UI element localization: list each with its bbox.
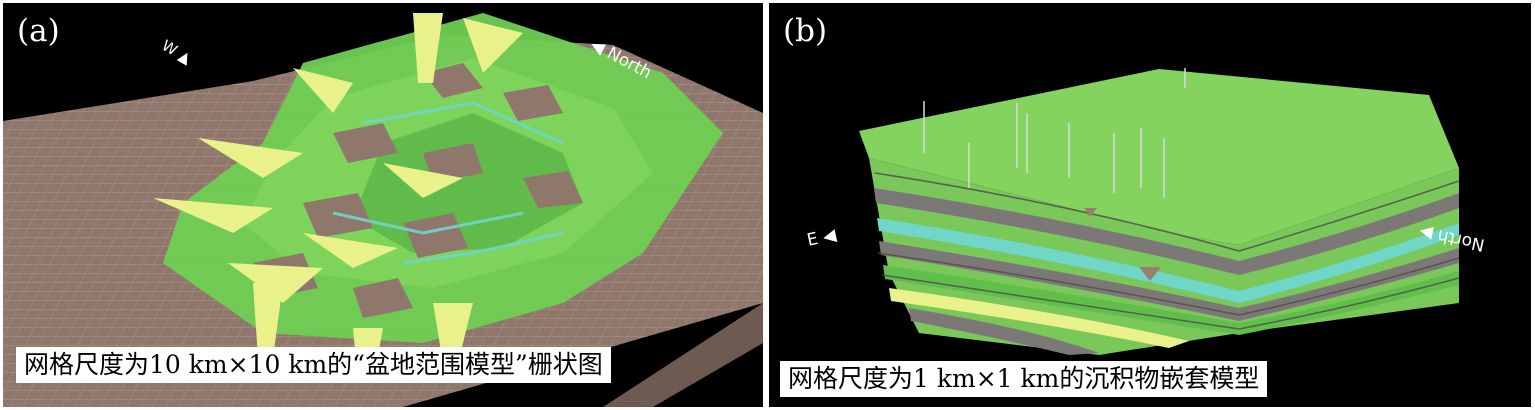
terrain-gaps bbox=[253, 63, 583, 318]
terrain-side-face bbox=[603, 303, 763, 407]
strata-lines bbox=[874, 172, 1460, 330]
block-top-face bbox=[859, 69, 1459, 245]
panel-a-caption: 网格尺度为10 km×10 km的“盆地范围模型”栅状图 bbox=[16, 347, 611, 383]
marker-triangle bbox=[1139, 267, 1161, 281]
panel-b-letter: (b) bbox=[783, 13, 828, 49]
panel-a-basin-fence-diagram: (a) W ▲ ◀ North 网格尺度为10 km×10 km的“盆地范围模型… bbox=[3, 3, 763, 407]
layer-edges bbox=[332, 101, 564, 265]
panel-b-nested-sediment-model: (b) E ◀ North ▶ 网格尺度为1 km×1 km的沉积物嵌套模型 bbox=[769, 3, 1531, 407]
north-arrow-icon-b: ▶ bbox=[1417, 221, 1435, 244]
panel-a-letter: (a) bbox=[17, 13, 60, 49]
panel-b-caption: 网格尺度为1 km×1 km的沉积物嵌套模型 bbox=[780, 361, 1268, 397]
block-front-strata bbox=[869, 158, 1459, 355]
well-sticks bbox=[923, 68, 1186, 198]
marker-small bbox=[1084, 208, 1097, 217]
basin-fence-diagram-graphic bbox=[3, 13, 763, 407]
nested-sediment-block-graphic bbox=[859, 68, 1460, 355]
